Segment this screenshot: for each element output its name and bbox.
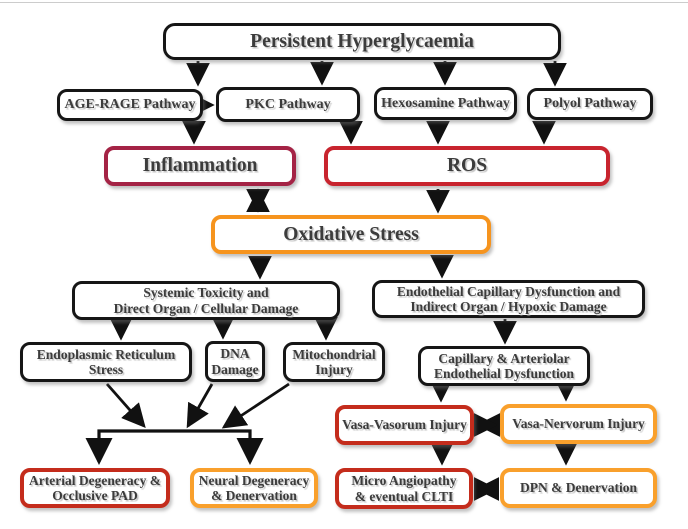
node-arterial-degeneracy: Arterial Degeneracy & Occlusive PAD bbox=[20, 468, 170, 508]
node-endothelial-capillary-dysfunction: Endothelial Capillary Dysfunction and In… bbox=[372, 280, 645, 318]
node-vasa-nervorum-injury: Vasa-Nervorum Injury bbox=[500, 404, 657, 444]
node-micro-angiopathy-clti: Micro Angiopathy & eventual CLTI bbox=[335, 468, 473, 509]
node-pkc-pathway: PKC Pathway bbox=[216, 87, 360, 122]
node-age-rage-pathway: AGE-RAGE Pathway bbox=[57, 89, 203, 121]
node-hexosamine-pathway: Hexosamine Pathway bbox=[374, 87, 517, 120]
node-dna-damage: DNA Damage bbox=[205, 341, 265, 382]
horizontal-rule bbox=[0, 2, 688, 3]
node-vasa-vasorum-injury: Vasa-Vasorum Injury bbox=[335, 405, 474, 445]
node-mitochondrial-injury: Mitochondrial Injury bbox=[283, 342, 385, 382]
node-persistent-hyperglycaemia: Persistent Hyperglycaemia bbox=[163, 23, 561, 60]
node-polyol-pathway: Polyol Pathway bbox=[527, 88, 653, 120]
node-endoplasmic-reticulum-stress: Endoplasmic Reticulum Stress bbox=[20, 342, 192, 382]
node-ros: ROS bbox=[324, 146, 610, 186]
node-systemic-toxicity: Systemic Toxicity and Direct Organ / Cel… bbox=[72, 281, 340, 320]
node-oxidative-stress: Oxidative Stress bbox=[211, 215, 491, 254]
node-neural-degeneracy: Neural Degeneracy & Denervation bbox=[190, 468, 318, 508]
node-capillary-arteriolar-dysfunction: Capillary & Arteriolar Endothelial Dysfu… bbox=[418, 346, 590, 386]
node-dpn-denervation: DPN & Denervation bbox=[500, 468, 657, 508]
node-inflammation: Inflammation bbox=[104, 146, 296, 186]
